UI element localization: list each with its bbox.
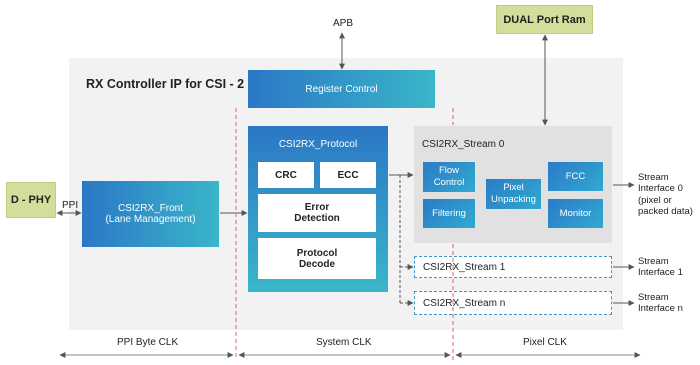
flow-control-line1: Flow (438, 165, 460, 177)
outn-line1: Stream (638, 292, 669, 303)
error-detection-line2: Detection (294, 213, 340, 224)
system-clk-label: System CLK (316, 337, 372, 348)
error-detection-line1: Error (304, 202, 330, 213)
filtering-label: Filtering (432, 207, 466, 219)
pixel-unpacking-line2: Unpacking (491, 194, 536, 205)
out0-line2: Interface 0 (638, 183, 683, 195)
front-subtitle: (Lane Management) (105, 214, 196, 225)
flow-control-box: Flow Control (423, 162, 475, 192)
pixel-clk-label: Pixel CLK (523, 337, 567, 348)
monitor-box: Monitor (548, 199, 603, 228)
error-detection-box: Error Detection (258, 194, 376, 232)
protocol-title: CSI2RX_Protocol (278, 139, 358, 150)
pixel-unpacking-box: Pixel Unpacking (486, 179, 541, 209)
stream-interface-n-label: Stream Interface n (638, 292, 683, 315)
filtering-box: Filtering (423, 199, 475, 228)
protocol-decode-box: Protocol Decode (258, 238, 376, 279)
dphy-label: D - PHY (10, 194, 52, 206)
stream-interface-1-label: Stream Interface 1 (638, 256, 683, 279)
front-title: CSI2RX_Front (117, 203, 184, 214)
front-box: CSI2RX_Front (Lane Management) (82, 181, 219, 247)
outn-line2: Interface n (638, 303, 683, 315)
fcc-box: FCC (548, 162, 603, 191)
panel-title: RX Controller IP for CSI - 2 (86, 77, 245, 91)
protocol-decode-line2: Decode (298, 258, 336, 270)
out1-line1: Stream (638, 256, 669, 267)
register-control-label: Register Control (305, 83, 378, 95)
stream1-box: CSI2RX_Stream 1 (414, 256, 612, 278)
ecc-box: ECC (320, 162, 376, 188)
flow-control-line2: Control (433, 177, 465, 188)
pixel-unpacking-line1: Pixel (503, 182, 524, 194)
streamn-box: CSI2RX_Stream n (414, 291, 612, 315)
crc-label: CRC (275, 169, 297, 181)
dual-port-ram-box: DUAL Port Ram (496, 5, 593, 34)
stream1-label: CSI2RX_Stream 1 (423, 261, 506, 273)
stream0-title: CSI2RX_Stream 0 (422, 139, 505, 150)
out0-line3: (pixel or (638, 194, 672, 206)
ppi-label: PPI (62, 200, 79, 211)
protocol-decode-line1: Protocol (296, 247, 338, 259)
out0-line1: Stream (638, 172, 669, 183)
out1-line2: Interface 1 (638, 267, 683, 279)
crc-box: CRC (258, 162, 314, 188)
protocol-box: CSI2RX_Protocol CRC ECC Error Detection … (248, 126, 388, 292)
out0-line4: packed data) (638, 206, 693, 218)
dphy-box: D - PHY (6, 182, 56, 218)
ecc-label: ECC (337, 169, 359, 181)
streamn-label: CSI2RX_Stream n (423, 297, 506, 309)
stream0-box: CSI2RX_Stream 0 Flow Control Filtering P… (414, 126, 612, 243)
register-control-box: Register Control (248, 70, 435, 108)
ppi-byte-clk-label: PPI Byte CLK (117, 337, 179, 348)
stream-interface-0-label: Stream Interface 0 (pixel or packed data… (638, 172, 693, 218)
apb-label: APB (333, 18, 354, 29)
fcc-label: FCC (565, 170, 586, 182)
monitor-label: Monitor (559, 207, 592, 219)
dual-port-ram-label: DUAL Port Ram (503, 13, 586, 26)
